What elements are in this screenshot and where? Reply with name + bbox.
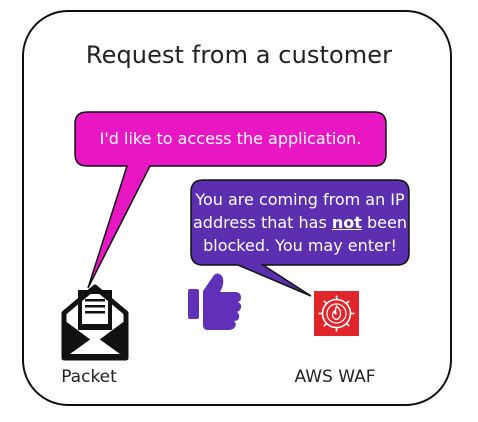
waf-bubble-text-end: been blocked. You may enter! bbox=[203, 213, 407, 255]
thumbs-up-icon bbox=[188, 273, 242, 330]
customer-speech-bubble bbox=[74, 111, 387, 289]
packet-label: Packet bbox=[61, 367, 117, 387]
waf-bubble-emphasis: not bbox=[331, 213, 362, 232]
waf-bubble-text-start: You are coming from an IP address that h… bbox=[193, 190, 405, 232]
open-envelope-letter-icon bbox=[61, 284, 129, 361]
aws-waf-label: AWS WAF bbox=[294, 367, 376, 387]
waf-speech-bubble bbox=[190, 179, 410, 297]
aws-waf-icon bbox=[314, 291, 359, 336]
customer-bubble-text: I'd like to access the application. bbox=[99, 129, 362, 148]
diagram-title: Request from a customer bbox=[85, 41, 393, 69]
waf-bubble-text: You are coming from an IP address that h… bbox=[191, 188, 409, 257]
